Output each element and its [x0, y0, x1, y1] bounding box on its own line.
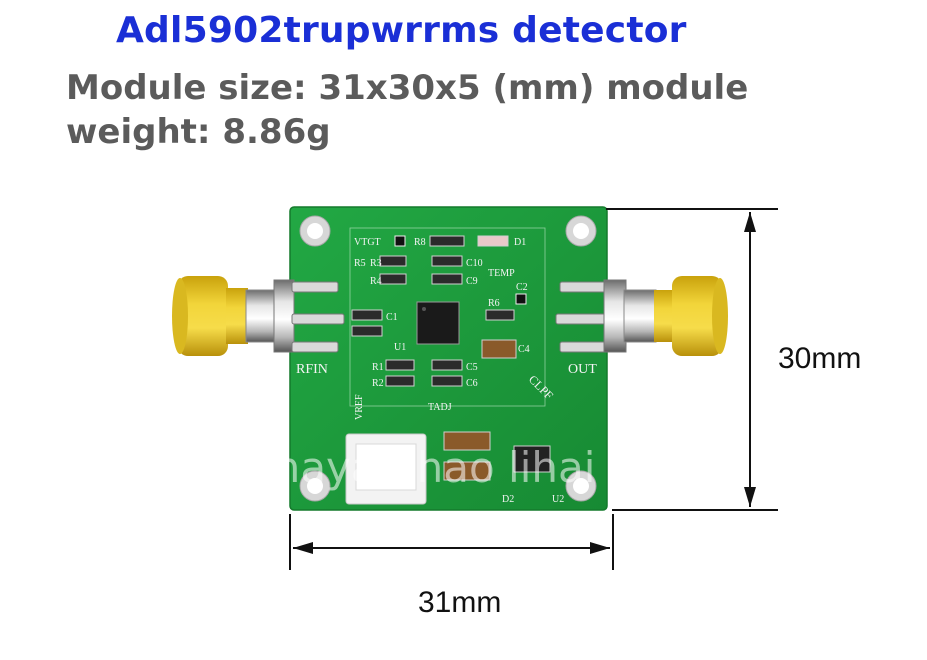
svg-text:C6: C6: [466, 378, 478, 389]
watermark-text: aimayan hao lihai: [222, 443, 595, 492]
sma-connector-left: [172, 276, 345, 356]
svg-text:R5: R5: [354, 258, 366, 269]
svg-text:RFIN: RFIN: [296, 362, 328, 377]
svg-text:C10: C10: [466, 258, 483, 269]
svg-text:R3: R3: [370, 258, 382, 269]
svg-text:D2: D2: [502, 494, 514, 505]
svg-text:U1: U1: [394, 342, 406, 353]
svg-text:R8: R8: [414, 237, 426, 248]
mounting-holes: [299, 215, 597, 502]
svg-text:R1: R1: [372, 362, 384, 373]
svg-text:R2: R2: [372, 378, 384, 389]
module-size-text: Module size: 31x30x5 (mm) module: [66, 68, 749, 108]
width-dimension: [289, 514, 614, 570]
height-dimension: [606, 208, 778, 511]
svg-text:C4: C4: [518, 344, 530, 355]
smd-components: [351, 235, 551, 481]
svg-text:R4: R4: [370, 276, 382, 287]
svg-text:TADJ: TADJ: [428, 402, 452, 413]
svg-text:C2: C2: [516, 282, 528, 293]
width-label: 31mm: [418, 586, 501, 619]
svg-text:D1: D1: [514, 237, 526, 248]
svg-text:R6: R6: [488, 298, 500, 309]
sma-connector-right: [555, 276, 728, 356]
product-title: Adl5902trupwrrms detector: [116, 10, 687, 51]
svg-text:C1: C1: [386, 312, 398, 323]
jst-connector: [345, 433, 427, 505]
detector-ic: [416, 301, 460, 345]
svg-text:OUT: OUT: [568, 362, 597, 377]
svg-text:TEMP: TEMP: [488, 268, 515, 279]
svg-text:C5: C5: [466, 362, 478, 373]
svg-text:VREF: VREF: [354, 394, 365, 420]
svg-text:U2: U2: [552, 494, 564, 505]
height-label: 30mm: [778, 342, 861, 375]
svg-text:VTGT: VTGT: [354, 237, 381, 248]
svg-text:C9: C9: [466, 276, 478, 287]
weight-text: weight: 8.86g: [66, 112, 331, 152]
